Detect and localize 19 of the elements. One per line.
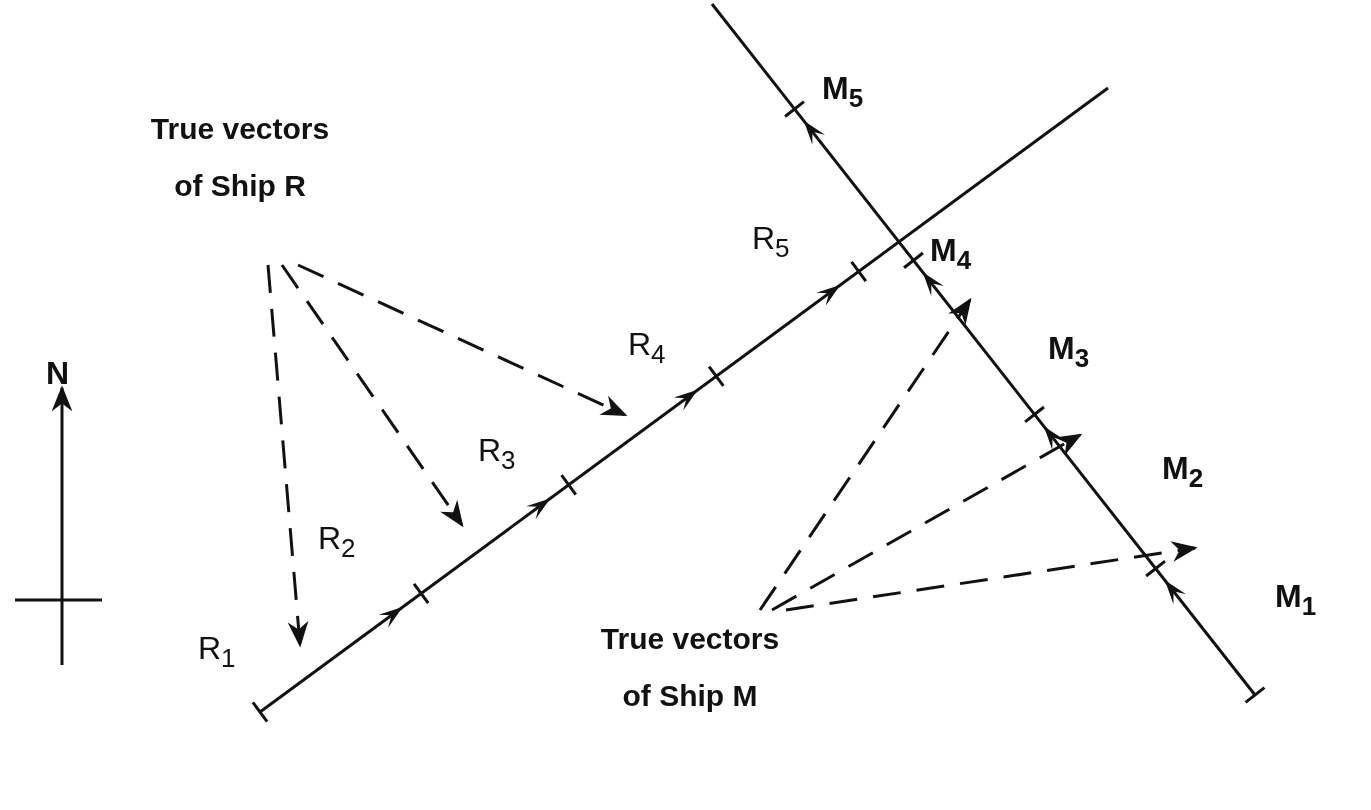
dashed-arrow	[280, 264, 464, 528]
point-label: R$_{1}$	[198, 630, 236, 675]
point-label: R$_{4}$	[628, 326, 666, 371]
point-label: M$_{1}$	[1275, 578, 1317, 623]
dashed-arrow	[758, 297, 972, 611]
point-label: R$_{2}$	[318, 520, 356, 565]
point-label: R$_{3}$	[478, 432, 516, 477]
point-label: M$_{4}$	[930, 232, 972, 277]
point-label: R$_{5}$	[752, 220, 790, 265]
dashed-arrow	[785, 541, 1198, 612]
point-label: M$_{5}$	[822, 70, 864, 115]
point-label: M$_{3}$	[1048, 330, 1090, 375]
point-label: N	[46, 355, 70, 391]
point-label: M$_{2}$	[1162, 450, 1204, 495]
text-label: True vectors of Ship M	[590, 610, 790, 724]
text-label: True vectors of Ship R	[140, 100, 340, 214]
dashed-arrow	[771, 433, 1083, 612]
dashed-arrow	[266, 264, 309, 648]
dashed-arrow	[297, 263, 628, 417]
